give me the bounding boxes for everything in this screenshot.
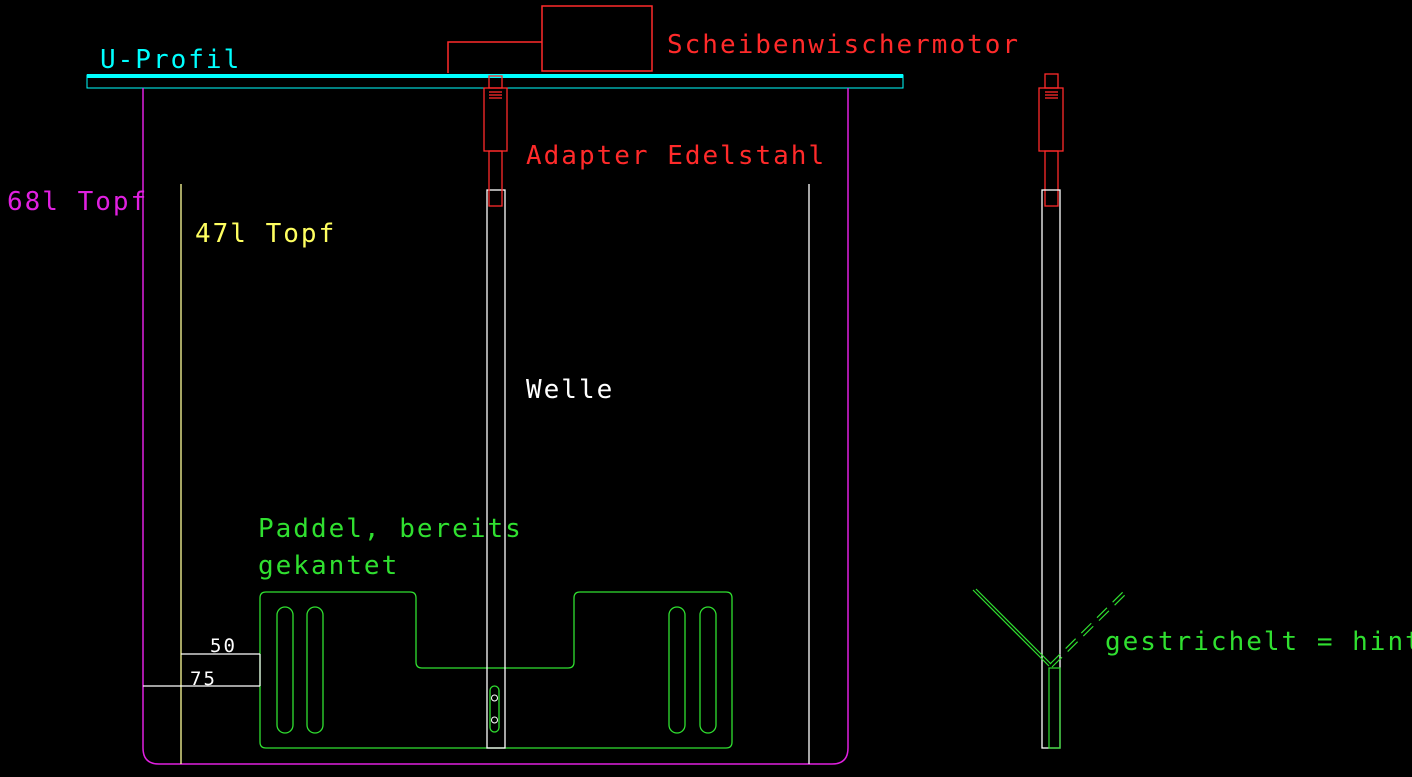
paddle — [259, 591, 733, 749]
pot-47l-label: 47l Topf — [195, 219, 336, 249]
u-profile-label: U-Profil — [100, 45, 241, 75]
pot-68l — [142, 88, 849, 765]
motor-label: Scheibenwischermotor — [667, 30, 1020, 60]
adapter-label: Adapter Edelstahl — [526, 141, 826, 171]
pot-68l-label: 68l Topf — [7, 187, 148, 217]
shaft — [486, 189, 506, 749]
dimension-75: 75 — [190, 668, 217, 690]
pot-47l — [180, 184, 810, 764]
paddle-holes — [491, 694, 498, 724]
wiper-motor — [447, 5, 653, 73]
paddle-label-line2: gekantet — [258, 551, 399, 581]
u-profile — [86, 74, 904, 89]
side-view — [972, 73, 1131, 749]
dimension-50: 50 — [210, 635, 237, 657]
paddle-label-line1: Paddel, bereits — [258, 514, 523, 544]
dimension-lines — [143, 653, 261, 687]
shaft-label: Welle — [526, 375, 614, 405]
dashed-legend-label: gestrichelt = hinten — [1105, 627, 1412, 657]
adapter — [483, 75, 508, 207]
